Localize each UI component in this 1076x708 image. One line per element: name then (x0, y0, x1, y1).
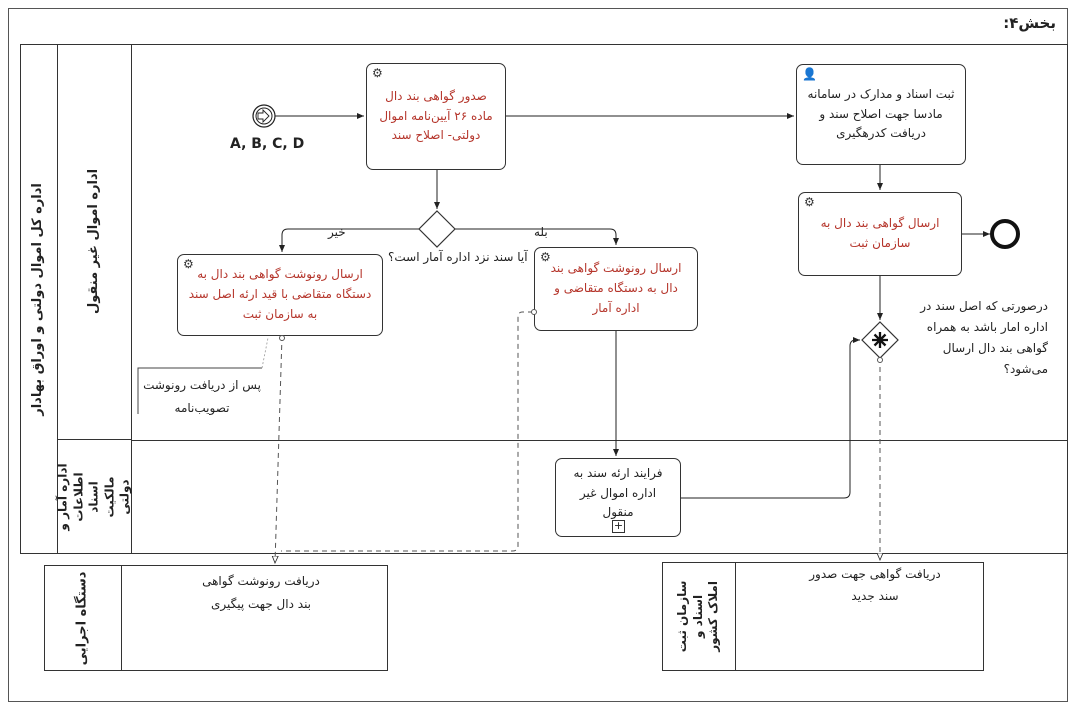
executive-pool (44, 565, 388, 671)
executive-pool-title: دستگاه اجرایی (44, 565, 122, 671)
start-event-icon[interactable] (252, 104, 276, 128)
task-issue-certificate[interactable]: ⚙ صدور گواهی بند دال ماده ۲۶ آیین‌نامه ا… (366, 63, 506, 170)
task-subprocess-document[interactable]: فرایند ارئه سند به اداره اموال غیر منقول… (555, 458, 681, 537)
lane-stats-title: اداره آمار و اطلاعات اسناد مالکیت دولتی (56, 440, 132, 554)
annotation-conditional: درصورتی که اصل سند در اداره امار باشد به… (920, 299, 1048, 376)
service-task-icon: ⚙ (183, 257, 194, 271)
complex-gateway-icon[interactable] (861, 321, 899, 359)
exclusive-gateway-icon[interactable] (418, 210, 456, 248)
task-send-to-applicant[interactable]: ⚙ ارسال رونوشت گواهی بند دال به دستگاه م… (177, 254, 383, 336)
gateway-question: آیا سند نزد اداره آمار است؟ (388, 250, 528, 264)
task-send-to-stats[interactable]: ⚙ ارسال رونوشت گواهی بند دال به دستگاه م… (534, 247, 698, 331)
annotation-after-receive: پس از دریافت رونوشت تصویب‌نامه (143, 378, 261, 415)
start-event-label: A, B, C, D (230, 136, 305, 152)
lane-divider (132, 440, 1068, 441)
registry-pool-text: دریافت گواهی جهت صدور سند جدید (809, 567, 941, 603)
end-event-icon[interactable] (990, 219, 1020, 249)
registry-pool-title: سازمان ثبت اسناد و املاک کشور (662, 562, 736, 671)
registry-pool (662, 562, 984, 671)
user-task-icon: 👤 (802, 67, 817, 81)
service-task-icon: ⚙ (804, 195, 815, 209)
task-register-madsa[interactable]: 👤 ثبت اسناد و مدارک در سامانه مادسا جهت … (796, 64, 966, 165)
section-title: بخش۴: (1003, 14, 1056, 32)
task-send-to-registry[interactable]: ⚙ ارسال گواهی بند دال به سازمان ثبت (798, 192, 962, 276)
main-pool-title: اداره کل اموال دولتی و اوراق بهادار (20, 44, 58, 554)
executive-pool-text: دریافت رونوشت گواهی بند دال جهت پیگیری (202, 574, 320, 611)
service-task-icon: ⚙ (372, 66, 383, 80)
lane-real-estate-title: اداره اموال غیر منقول (58, 44, 132, 440)
service-task-icon: ⚙ (540, 250, 551, 264)
subprocess-plus-icon: + (612, 519, 625, 533)
